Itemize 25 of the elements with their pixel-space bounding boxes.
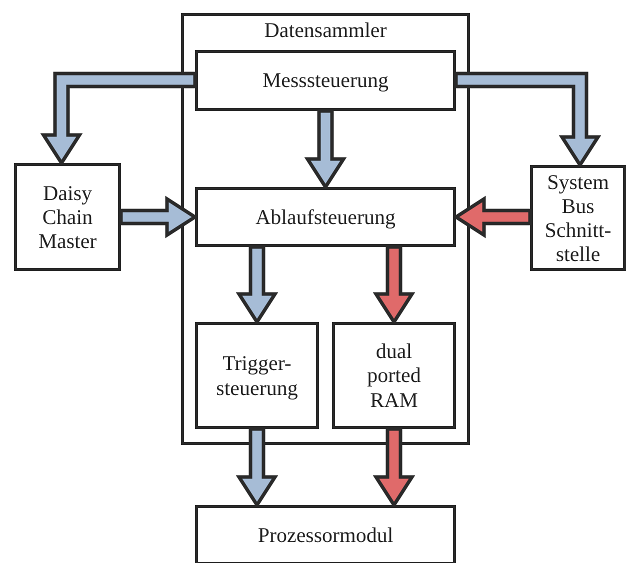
arrow [40,72,197,166]
process-box [14,163,121,271]
box-label: Daisy Chain Master [37,180,98,254]
process-box [530,165,626,271]
arrow [236,245,278,326]
arrow [119,196,198,238]
process-box [195,187,456,247]
process-box [195,50,456,111]
group-heading: Datensammler [264,18,387,42]
box-label: Messsteuerung [262,68,388,93]
box-label: Trigger- steuerung [215,351,299,400]
arrow [304,109,347,190]
process-box [195,322,319,429]
process-box [332,322,456,429]
arrow [452,196,532,238]
box-label: Ablaufsteuerung [256,204,396,230]
arrow [372,245,416,326]
box-label: System Bus Schnitt- stelle [544,170,612,266]
arrow [236,427,278,508]
group-box [181,13,470,445]
process-box [195,505,456,563]
arrow [454,72,602,168]
arrow [372,427,416,508]
box-label: dual ported RAM [366,339,422,412]
box-label: Prozessormodul [258,522,394,548]
